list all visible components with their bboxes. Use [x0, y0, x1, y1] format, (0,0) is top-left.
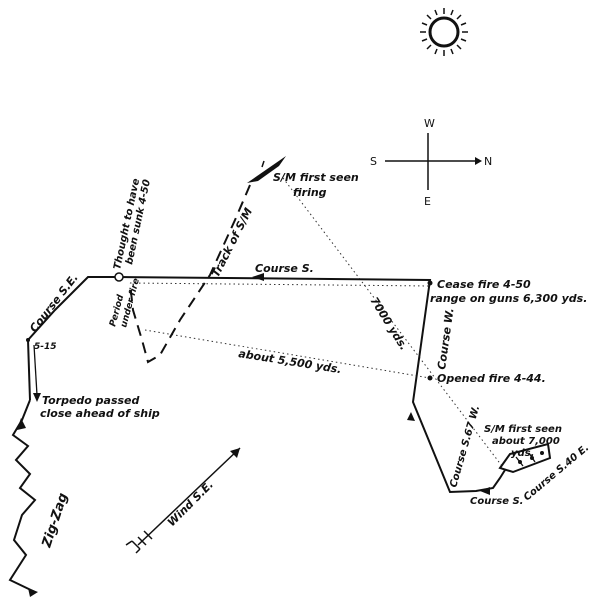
ship-track [8, 276, 506, 593]
torpedo-arrow [33, 344, 41, 402]
submarine-icon [247, 156, 286, 183]
label-range-on-guns: range on guns 6,300 yds. [430, 292, 587, 305]
label-cease-fire: Cease fire 4-50 [437, 278, 531, 291]
label-course-se: Course S.E. [27, 271, 81, 335]
label-sm-first-seen-7000-1: S/M first seen [484, 424, 562, 435]
range-line-5500 [144, 329, 431, 379]
label-time-515: 5-15 [34, 342, 57, 352]
label-course-s-top: Course S. [255, 262, 314, 275]
sun-icon [420, 8, 468, 56]
label-sm-first-seen-firing: S/M first seen [273, 171, 359, 184]
track-arrowheads [17, 273, 490, 597]
compass-east-label: E [424, 195, 431, 208]
label-sm-first-seen-7000-2: about 7,000 [492, 436, 560, 447]
compass-north-label: N [484, 155, 492, 168]
ship-icon [498, 442, 552, 474]
wind-arrow [125, 447, 241, 554]
label-wind: Wind S.E. [165, 478, 216, 529]
label-opened-fire: Opened fire 4-44. [437, 372, 546, 385]
label-range-7000: 7000 yds. [367, 295, 410, 353]
label-zig-zag: Zig-Zag [39, 491, 71, 550]
label-about-5500: about 5,500 yds. [238, 347, 343, 376]
label-sm-first-seen-7000-3: yds. [511, 448, 534, 459]
label-course-w: Course W. [435, 307, 457, 370]
label-course-s67w: Course S.67 W. [448, 404, 482, 489]
compass-south-label: S [370, 155, 377, 168]
submarine-track [129, 184, 251, 364]
label-torpedo-passed: Torpedo passed [42, 394, 140, 407]
label-course-s-bottom: Course S. [470, 496, 523, 507]
compass-rose: W E S N [370, 117, 492, 208]
compass-west-label: W [424, 117, 435, 130]
event-markers [26, 272, 433, 381]
label-close-ahead: close ahead of ship [40, 407, 160, 420]
label-track-of-sm: Track of S/M [209, 206, 255, 280]
label-sm-firing: firing [293, 186, 327, 199]
range-line-6300 [129, 282, 431, 287]
